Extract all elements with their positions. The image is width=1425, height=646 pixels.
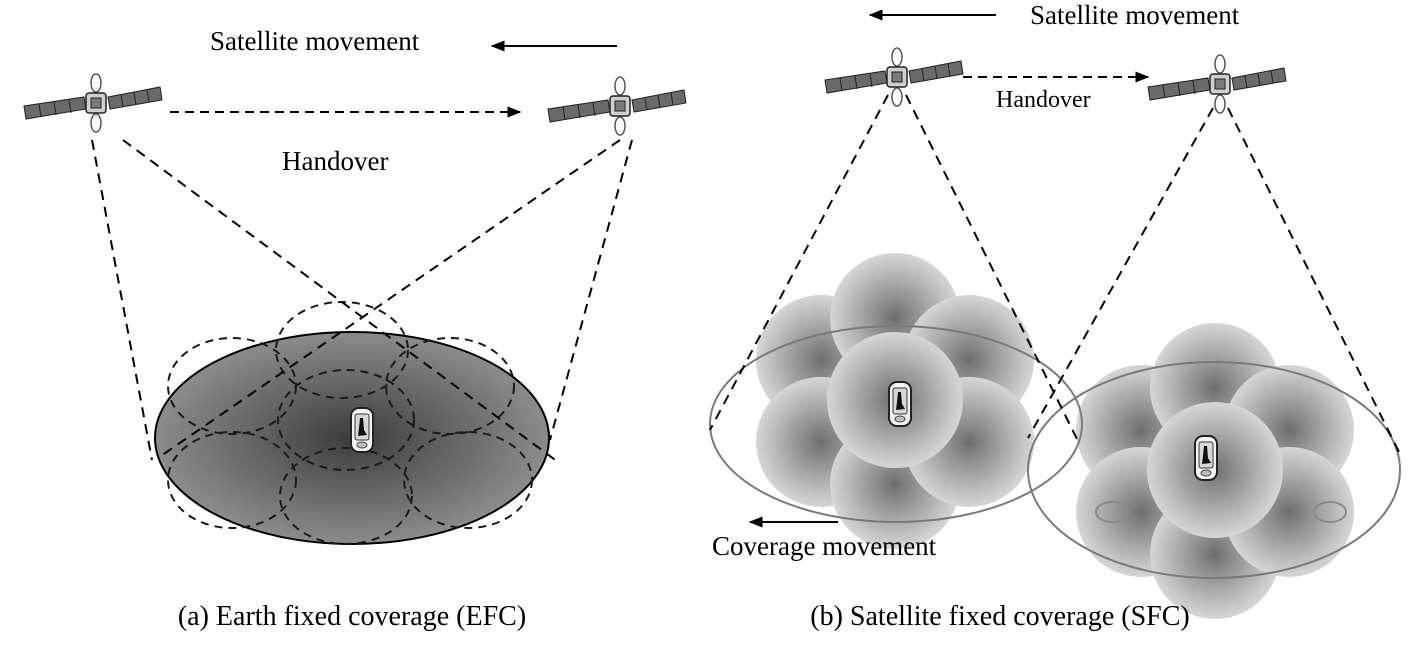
sfc-beam-lines: [709, 94, 1403, 459]
efc-beam-lines: [91, 139, 633, 463]
handover-label-a: Handover: [282, 146, 388, 176]
satellite-icon: [1147, 54, 1287, 114]
sfc-footprint-right: [1027, 361, 1401, 579]
handset-icon: [1194, 435, 1218, 481]
panel-a-efc: Satellite movement Handover (a) Earth fi…: [23, 26, 687, 632]
satellite-icon: [23, 73, 163, 133]
caption-b: (b) Satellite fixed coverage (SFC): [810, 601, 1189, 632]
coverage-movement-label: Coverage movement: [712, 531, 937, 561]
satellite-icon: [824, 47, 964, 107]
satellite-icon: [547, 76, 687, 136]
satellite-movement-label-a: Satellite movement: [210, 26, 420, 56]
caption-a: (a) Earth fixed coverage (EFC): [178, 601, 526, 632]
satellite-movement-label-b: Satellite movement: [1030, 0, 1240, 30]
handset-icon: [350, 407, 374, 453]
beam-rings: [1095, 501, 1347, 523]
sfc-footprint-left: [709, 325, 1083, 523]
handset-icon: [888, 381, 912, 427]
panel-b-sfc: Satellite movement Handover Coverage mov…: [709, 0, 1403, 632]
handover-label-b: Handover: [996, 87, 1091, 113]
